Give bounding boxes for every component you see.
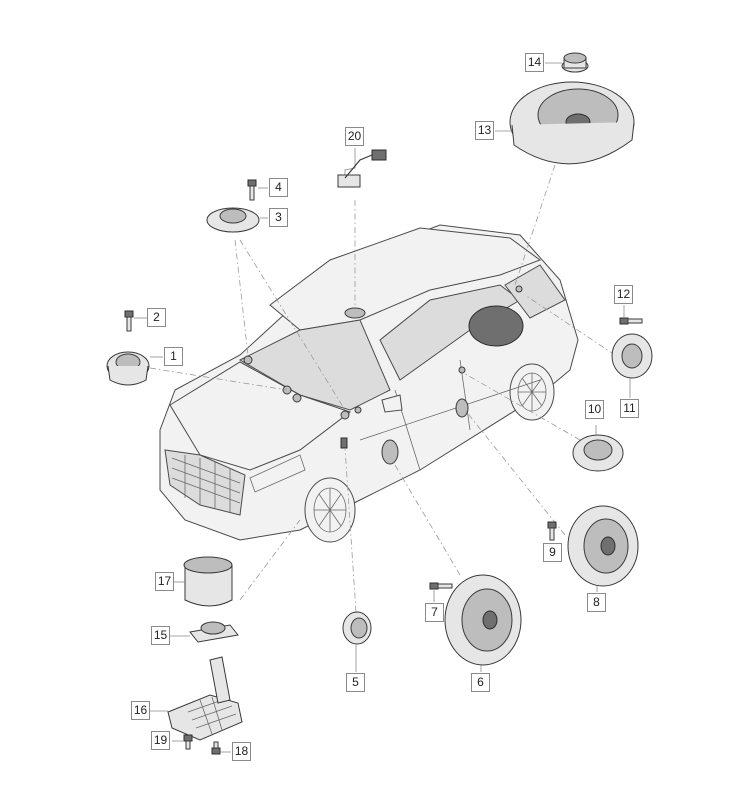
callout-20: 20 bbox=[345, 127, 364, 146]
part-20-cable bbox=[337, 148, 387, 188]
callout-17: 17 bbox=[155, 572, 174, 591]
part-12-screw bbox=[619, 305, 643, 325]
callout-7: 7 bbox=[425, 603, 444, 622]
callout-4: 4 bbox=[269, 178, 288, 197]
part-4-screw bbox=[247, 179, 268, 201]
callout-10: 10 bbox=[585, 400, 604, 419]
part-17-amplifier bbox=[174, 556, 233, 607]
part-16-mounting-plate bbox=[150, 656, 243, 741]
callout-9: 9 bbox=[543, 543, 562, 562]
car-illustration bbox=[159, 224, 579, 543]
callout-8: 8 bbox=[587, 593, 606, 612]
callout-3: 3 bbox=[269, 208, 288, 227]
part-13-subwoofer bbox=[495, 81, 635, 165]
callout-6: 6 bbox=[471, 673, 490, 692]
part-5-tweeter bbox=[342, 611, 372, 672]
callout-15: 15 bbox=[151, 626, 170, 645]
dashed-leaders bbox=[149, 164, 616, 613]
part-10-speaker bbox=[572, 425, 624, 472]
part-9-screw bbox=[547, 521, 557, 541]
part-15-bracket bbox=[170, 621, 239, 643]
part-6-woofer bbox=[444, 574, 522, 672]
callout-5: 5 bbox=[346, 673, 365, 692]
callout-2: 2 bbox=[147, 308, 166, 327]
part-18-screw bbox=[211, 741, 231, 755]
callout-19: 19 bbox=[151, 731, 170, 750]
callout-14: 14 bbox=[525, 53, 544, 72]
callout-13: 13 bbox=[475, 121, 494, 140]
part-8-speaker bbox=[567, 505, 639, 592]
callout-11: 11 bbox=[620, 399, 639, 418]
part-11-speaker bbox=[611, 333, 653, 398]
part-3-tweeter bbox=[206, 207, 268, 233]
part-19-screw bbox=[172, 734, 193, 750]
part-14-cap bbox=[545, 52, 589, 73]
part-2-screw bbox=[124, 310, 147, 332]
callout-12: 12 bbox=[614, 285, 633, 304]
callout-16: 16 bbox=[131, 701, 150, 720]
part-7-screw bbox=[429, 582, 453, 602]
callout-1: 1 bbox=[164, 347, 183, 366]
part-1-speaker bbox=[106, 351, 163, 386]
callout-18: 18 bbox=[232, 742, 251, 761]
